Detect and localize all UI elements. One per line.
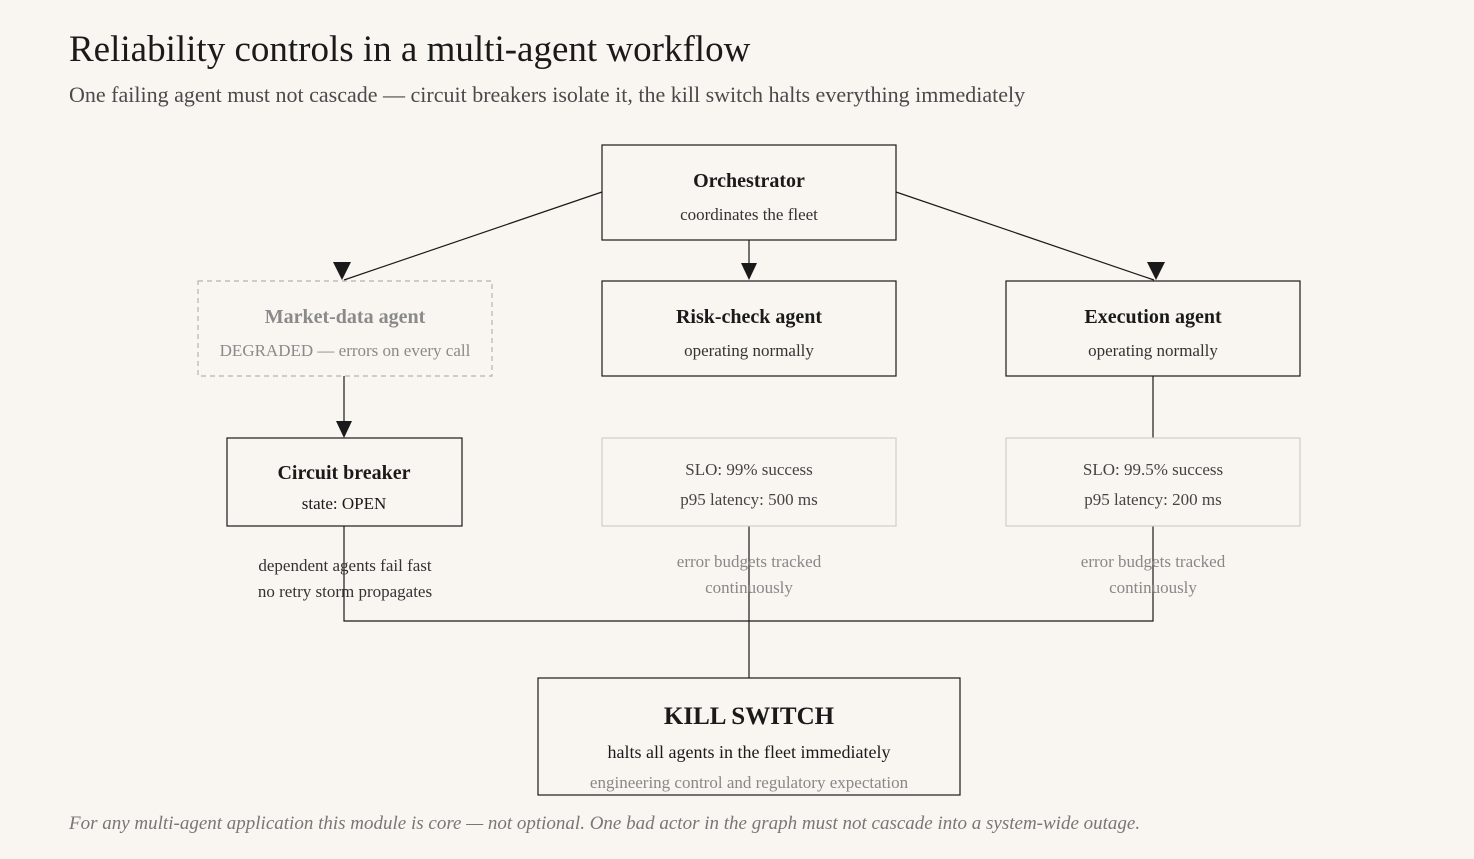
market-data-title: Market-data agent [265, 306, 426, 328]
node-market-data-agent: Market-data agent DEGRADED — errors on e… [197, 280, 493, 377]
slo-exec-latency: p95 latency: 200 ms [1084, 490, 1221, 509]
footnote: For any multi-agent application this mod… [69, 813, 1141, 834]
exec-budget-notes: error budgets tracked continuously [1081, 552, 1226, 597]
kill-switch-title: KILL SWITCH [664, 703, 835, 730]
edge-orchestrator-execution [895, 191, 1155, 281]
arrowhead-breaker-icon [336, 421, 352, 438]
breaker-note-line-1: dependent agents fail fast [258, 556, 432, 575]
arrowhead-risk-check-icon [741, 263, 757, 280]
risk-check-status: operating normally [684, 341, 814, 360]
connectors [333, 191, 1165, 678]
orchestrator-subtitle: coordinates the fleet [680, 205, 818, 224]
risk-budget-line-1: error budgets tracked [677, 552, 822, 571]
node-risk-check-agent: Risk-check agent operating normally [601, 280, 897, 377]
arrowhead-execution-icon [1147, 262, 1165, 280]
execution-title: Execution agent [1084, 306, 1222, 328]
circuit-breaker-state: state: OPEN [302, 494, 387, 513]
exec-budget-line-2: continuously [1109, 578, 1197, 597]
arrowhead-market-data-icon [333, 262, 351, 280]
page-title: Reliability controls in a multi-agent wo… [69, 29, 751, 70]
node-execution-agent: Execution agent operating normally [1005, 280, 1301, 377]
execution-status: operating normally [1088, 341, 1218, 360]
breaker-note-line-2: no retry storm propagates [258, 582, 432, 601]
breaker-notes: dependent agents fail fast no retry stor… [258, 556, 432, 601]
node-slo-execution: SLO: 99.5% success p95 latency: 200 ms [1005, 437, 1301, 527]
node-slo-risk-check: SLO: 99% success p95 latency: 500 ms [601, 437, 897, 527]
node-orchestrator: Orchestrator coordinates the fleet [601, 144, 897, 241]
node-circuit-breaker: Circuit breaker state: OPEN [226, 437, 463, 527]
exec-budget-line-1: error budgets tracked [1081, 552, 1226, 571]
slo-exec-success: SLO: 99.5% success [1083, 460, 1223, 479]
risk-check-title: Risk-check agent [676, 306, 822, 328]
slo-risk-latency: p95 latency: 500 ms [680, 490, 817, 509]
risk-budget-notes: error budgets tracked continuously [677, 552, 822, 597]
circuit-breaker-title: Circuit breaker [277, 462, 410, 484]
page-subtitle: One failing agent must not cascade — cir… [69, 82, 1026, 107]
node-kill-switch[interactable]: KILL SWITCH halts all agents in the flee… [537, 677, 961, 796]
slo-risk-success: SLO: 99% success [685, 460, 812, 479]
risk-budget-line-2: continuously [705, 578, 793, 597]
kill-switch-description: halts all agents in the fleet immediatel… [608, 742, 891, 762]
market-data-status: DEGRADED — errors on every call [220, 341, 471, 360]
orchestrator-title: Orchestrator [693, 170, 805, 192]
edge-orchestrator-market-data [343, 191, 603, 281]
kill-switch-note: engineering control and regulatory expec… [590, 773, 909, 792]
